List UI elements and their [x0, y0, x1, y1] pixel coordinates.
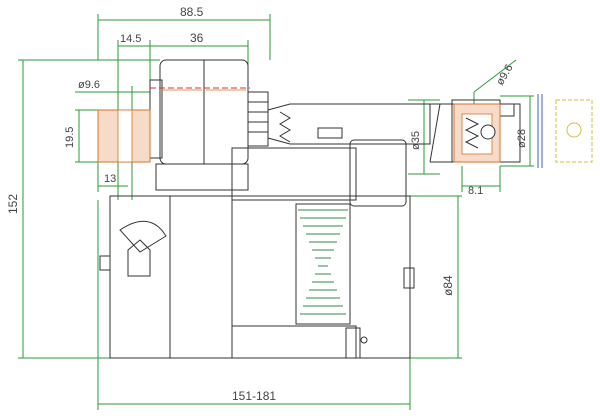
dim-motor-diameter: ø35 [410, 131, 422, 150]
dim-shaft-offset: 8.1 [468, 185, 483, 197]
belt-pattern [295, 203, 351, 325]
reference-outline [537, 94, 593, 168]
dim-body-diameter: ø84 [441, 275, 455, 296]
dim-shaft-diameter: ø28 [516, 129, 528, 148]
hatching-right-tube [453, 103, 501, 163]
dim-flange-offset: 13 [104, 173, 116, 185]
dim-overall-top-width: 88.5 [180, 5, 204, 19]
dimension-lines [18, 14, 534, 410]
dimension-labels: 88.5 14.5 36 ø9.6 19.5 13 152 ø35 ø9.6 ø… [6, 5, 528, 403]
dim-length-range: 151-181 [232, 389, 276, 403]
dim-overall-height: 152 [6, 194, 20, 214]
dim-flange-height: 19.5 [64, 127, 76, 148]
dim-shaft-hole-left: ø9.6 [78, 79, 100, 91]
dim-offset-width: 14.5 [120, 33, 141, 45]
hatching-left-flange [97, 109, 151, 163]
dim-gear-width: 36 [190, 31, 204, 45]
spring-coils [279, 111, 480, 149]
dim-hole-diameter-right: ø9.6 [494, 62, 515, 87]
